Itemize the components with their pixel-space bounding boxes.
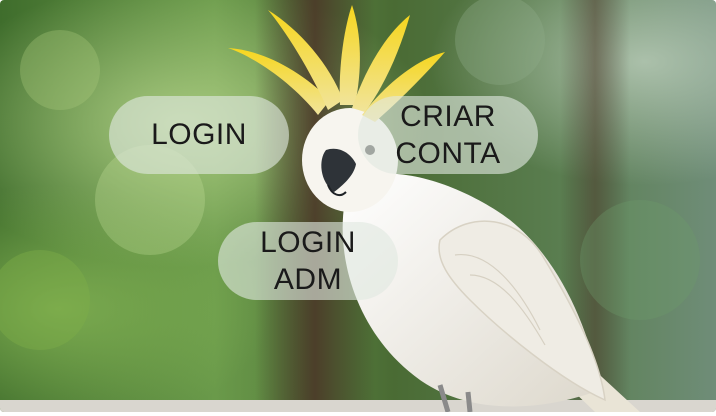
login-button[interactable]: LOGIN [109,96,289,174]
create-account-button[interactable]: CRIAR CONTA [358,96,538,174]
admin-login-button[interactable]: LOGIN ADM [218,222,398,300]
cockatoo-figure [228,5,640,412]
